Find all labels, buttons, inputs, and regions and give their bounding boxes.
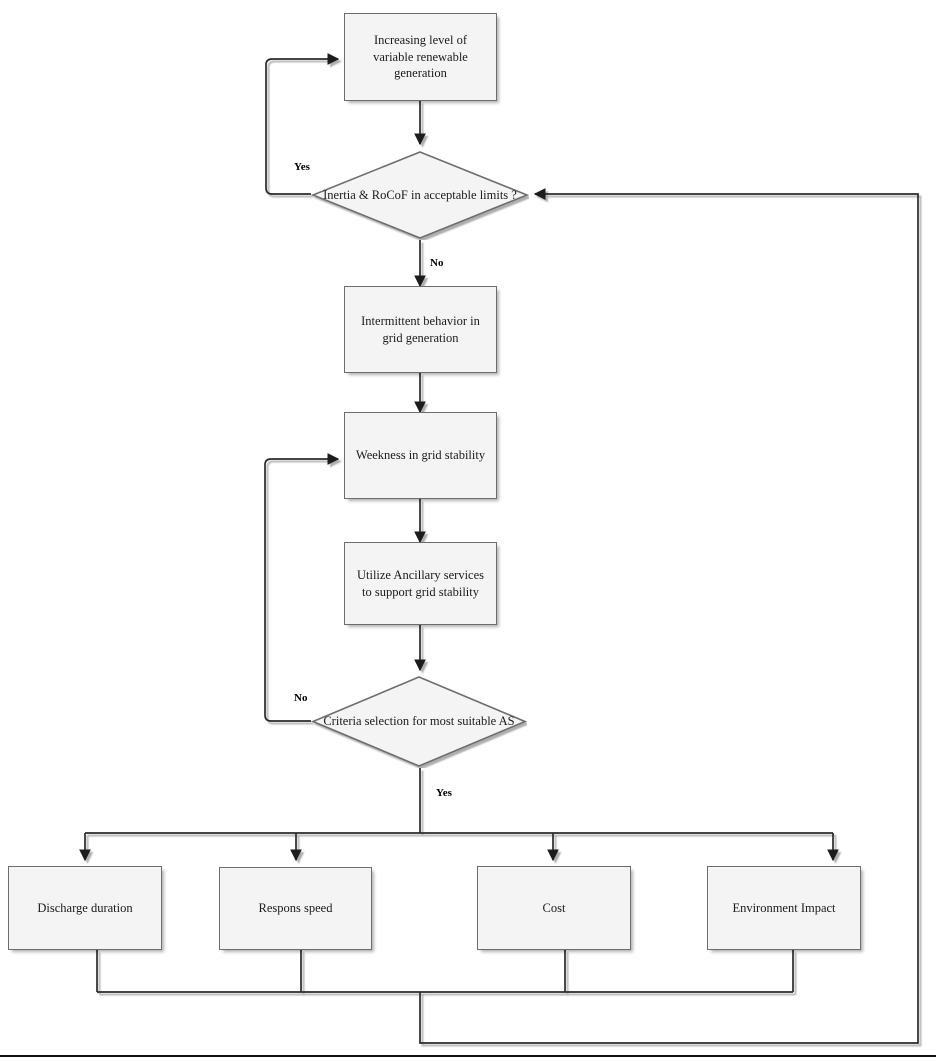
node-label: Cost bbox=[542, 900, 566, 915]
node-label: Inertia & RoCoF in acceptable limits ? bbox=[323, 187, 517, 202]
node-label: Weekness in grid stability bbox=[355, 448, 486, 463]
node-label: Discharge duration bbox=[37, 900, 133, 915]
decision-inertia-rocof[interactable]: Inertia & RoCoF in acceptable limits ? bbox=[311, 150, 529, 240]
node-discharge-duration[interactable]: Discharge duration bbox=[8, 866, 162, 950]
node-weekness-grid-stability[interactable]: Weekness in grid stability bbox=[344, 412, 497, 499]
node-label: Criteria selection for most suitable AS bbox=[323, 714, 515, 728]
node-utilize-ancillary-services[interactable]: Utilize Ancillary services to support gr… bbox=[344, 542, 497, 625]
node-label: Respons speed bbox=[258, 901, 333, 916]
node-increasing-renewable-generation[interactable]: Increasing level of variable renewable g… bbox=[344, 13, 497, 101]
footer-divider bbox=[0, 1055, 936, 1057]
node-cost[interactable]: Cost bbox=[477, 866, 631, 950]
decision-criteria-selection[interactable]: Criteria selection for most suitable AS bbox=[311, 675, 527, 768]
edge-label-d1-yes: Yes bbox=[294, 161, 310, 173]
edge-label-d2-no: No bbox=[294, 692, 308, 704]
node-label: Environment Impact bbox=[732, 900, 836, 915]
edge-label-d1-no: No bbox=[430, 257, 444, 269]
node-environment-impact[interactable]: Environment Impact bbox=[707, 866, 861, 950]
diamond-shape bbox=[311, 676, 527, 767]
node-label: Utilize Ancillary services to support gr… bbox=[356, 567, 485, 599]
node-intermittent-behavior[interactable]: Intermittent behavior in grid generation bbox=[344, 286, 497, 373]
diamond-shape bbox=[311, 151, 529, 239]
node-label: Increasing level of variable renewable g… bbox=[373, 32, 468, 81]
node-label: Intermittent behavior in grid generation bbox=[361, 313, 480, 345]
edge-label-d2-yes: Yes bbox=[436, 787, 452, 799]
node-respons-speed[interactable]: Respons speed bbox=[219, 867, 372, 950]
